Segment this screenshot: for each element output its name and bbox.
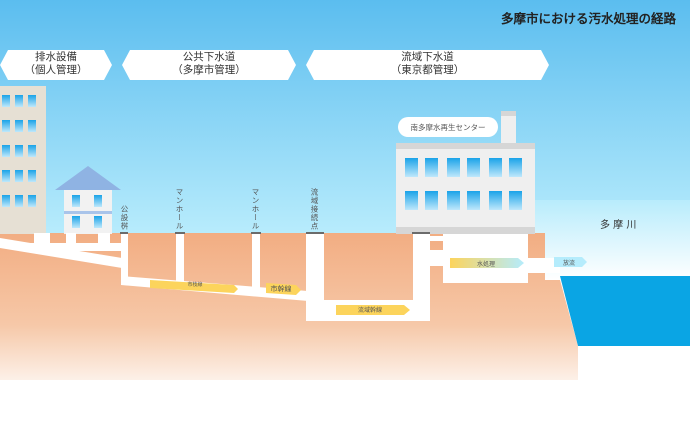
discharge-flow-label: 放流 [562, 260, 575, 267]
page-title: 多摩市における汚水処理の経路 [500, 11, 676, 26]
banner-regional: 流域下水道 （東京都管理） [306, 51, 549, 79]
banner-private: 排水設備 （個人管理） [0, 51, 112, 79]
river [560, 276, 690, 346]
regional-trunk-flow-label: 流域幹線 [357, 307, 382, 314]
regional-trunk-flow-arrow [336, 305, 410, 315]
treatment-flow-label: 水処理 [476, 261, 495, 268]
banner-line2: （個人管理） [24, 64, 88, 76]
banner-line1: 流域下水道 [401, 51, 454, 63]
city-trunk-flow-arrow [266, 283, 301, 295]
connection-point-label: 流域接続点 [310, 188, 319, 231]
house [55, 166, 121, 234]
treatment-plant [396, 111, 535, 234]
banner-line2: （多摩市管理） [172, 64, 246, 76]
manhole-covers [120, 232, 430, 234]
manhole-label-1: マンホール [175, 188, 184, 231]
discharge-flow-arrow [554, 257, 587, 267]
river-label: 多 摩 川 [600, 220, 637, 231]
banner-public: 公共下水道 （多摩市管理） [122, 51, 296, 79]
apartment-building [0, 86, 46, 234]
banner-line1: 公共下水道 [182, 51, 236, 63]
banner-line2: （東京都管理） [390, 64, 465, 76]
treatment-flow-arrow [450, 258, 524, 268]
city-trunk-flow-label: 市幹線 [270, 285, 292, 293]
branch-flow-arrow [150, 280, 238, 293]
plant-name-label: 南多摩水再生センター [410, 123, 486, 132]
branch-flow-label: 市枝線 [187, 282, 203, 288]
public-basin-label: 公設桝 [120, 205, 129, 231]
banner-line1: 排水設備 [35, 51, 77, 63]
manhole-label-2: マンホール [251, 188, 260, 231]
